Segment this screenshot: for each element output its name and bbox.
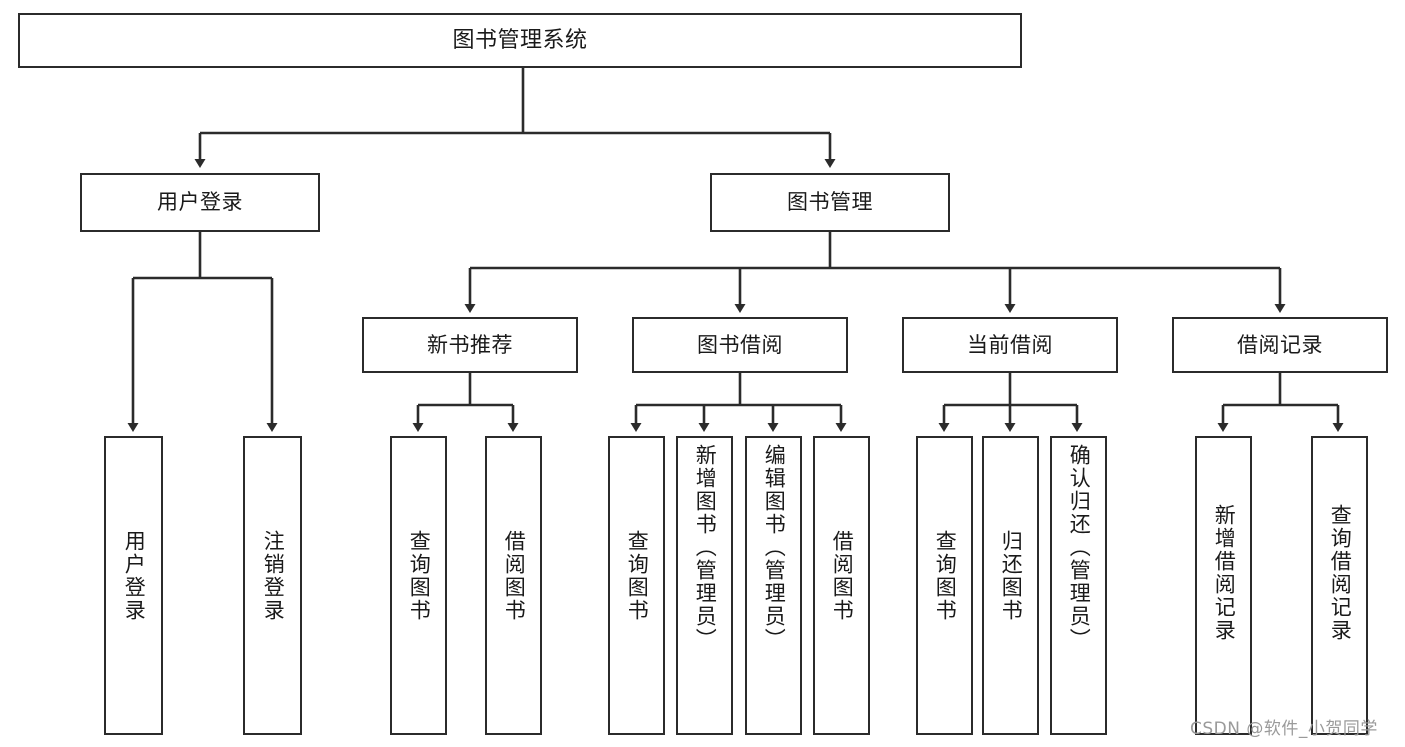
node-current-borrow[interactable]: 当前借阅 [902,317,1118,373]
node-borrow-record[interactable]: 借阅记录 [1172,317,1388,373]
node-root[interactable]: 图书管理系统 [18,13,1022,68]
leaf-query-book-3-label: 查询图书 [933,530,958,622]
leaf-query-record-label: 查询借阅记录 [1328,504,1353,642]
leaf-query-book-2[interactable]: 查询图书 [608,436,665,735]
node-book-manage-label: 图书管理 [787,190,873,215]
node-new-book-recommend[interactable]: 新书推荐 [362,317,578,373]
leaf-borrow-book-2[interactable]: 借阅图书 [813,436,870,735]
leaf-add-book-label: 新增图书（管理员） [693,444,718,651]
leaf-query-book-2-label: 查询图书 [625,530,650,622]
leaf-user-login-label: 用户登录 [122,530,147,622]
leaf-confirm-return[interactable]: 确认归还（管理员） [1050,436,1107,735]
node-book-borrow-label: 图书借阅 [697,332,783,357]
leaf-user-login[interactable]: 用户登录 [104,436,163,735]
leaf-borrow-book-2-label: 借阅图书 [830,530,855,622]
leaf-query-book-1[interactable]: 查询图书 [390,436,447,735]
leaf-logout-login[interactable]: 注销登录 [243,436,302,735]
node-user-login-label: 用户登录 [157,190,243,215]
leaf-add-record-label: 新增借阅记录 [1212,504,1237,642]
leaf-borrow-book-1-label: 借阅图书 [502,530,527,622]
leaf-return-book[interactable]: 归还图书 [982,436,1039,735]
leaf-borrow-book-1[interactable]: 借阅图书 [485,436,542,735]
leaf-query-record[interactable]: 查询借阅记录 [1311,436,1368,735]
node-borrow-record-label: 借阅记录 [1237,332,1323,357]
leaf-add-record[interactable]: 新增借阅记录 [1195,436,1252,735]
csdn-watermark: CSDN @软件_小贺同学 [1190,719,1378,739]
leaf-confirm-return-label: 确认归还（管理员） [1067,444,1092,651]
node-user-login[interactable]: 用户登录 [80,173,320,232]
node-book-borrow[interactable]: 图书借阅 [632,317,848,373]
node-root-label: 图书管理系统 [452,27,588,53]
node-new-book-recommend-label: 新书推荐 [427,332,513,357]
leaf-return-book-label: 归还图书 [999,530,1024,622]
leaf-query-book-1-label: 查询图书 [407,530,432,622]
leaf-edit-book[interactable]: 编辑图书（管理员） [745,436,802,735]
node-book-manage[interactable]: 图书管理 [710,173,950,232]
leaf-add-book[interactable]: 新增图书（管理员） [676,436,733,735]
leaf-edit-book-label: 编辑图书（管理员） [762,444,787,651]
leaf-logout-login-label: 注销登录 [261,530,286,622]
leaf-query-book-3[interactable]: 查询图书 [916,436,973,735]
node-current-borrow-label: 当前借阅 [967,332,1053,357]
